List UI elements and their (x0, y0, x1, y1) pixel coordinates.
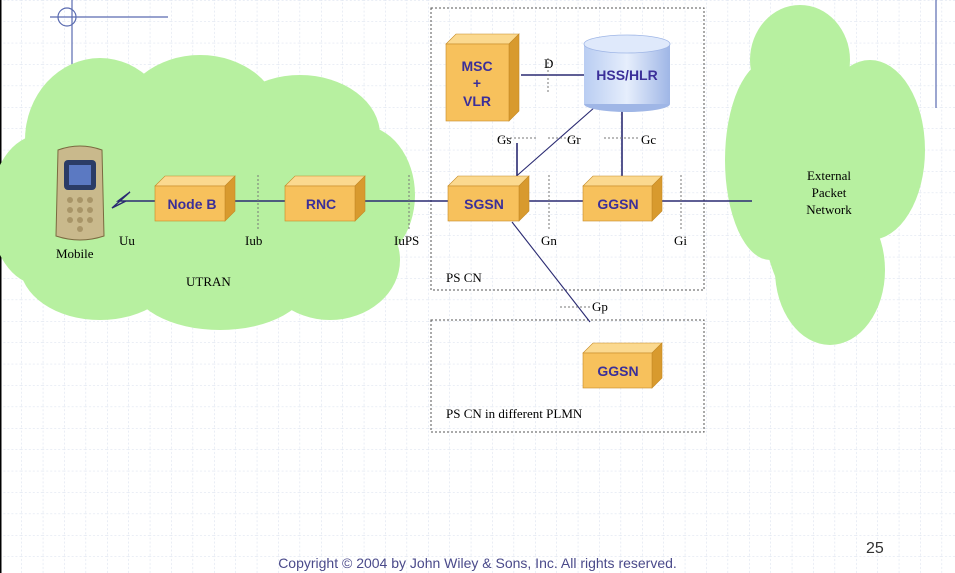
ps-cn-label: PS CN (446, 270, 482, 285)
iub-interface-label: Iub (245, 233, 262, 248)
node-b-label: Node B (168, 196, 217, 212)
mobile-phone-icon (55, 145, 105, 241)
external-label-line1: External (807, 168, 851, 183)
gn-interface-label: Gn (541, 233, 557, 248)
rnc-box[interactable]: RNC (284, 175, 366, 222)
gs-interface-label: Gs (497, 132, 511, 147)
ps-cn-other-plmn-boundary (430, 319, 705, 433)
ggsn-remote-box[interactable]: GGSN (582, 342, 663, 389)
hss-hlr-database[interactable]: HSS/HLR (583, 34, 671, 112)
msc-vlr-box[interactable]: MSC + VLR (445, 33, 520, 122)
ggsn-remote-label: GGSN (597, 363, 638, 379)
sgsn-label: SGSN (464, 196, 504, 212)
ps-cn-boundary (430, 7, 705, 291)
gc-interface-label: Gc (641, 132, 656, 147)
copyright-footer: Copyright © 2004 by John Wiley & Sons, I… (278, 555, 677, 571)
iups-interface-label: IuPS (394, 233, 419, 248)
gi-interface-label: Gi (674, 233, 687, 248)
gr-interface-label: Gr (567, 132, 581, 147)
uu-interface-label: Uu (119, 233, 135, 248)
d-interface-label: D (544, 56, 553, 71)
interface-ticks (257, 58, 682, 308)
page-number: 25 (866, 540, 884, 557)
vlr-label: VLR (463, 93, 491, 109)
utran-label: UTRAN (186, 274, 231, 289)
ggsn-label: GGSN (597, 196, 638, 212)
msc-label: MSC (461, 58, 492, 74)
mobile-label: Mobile (56, 246, 94, 261)
rnc-label: RNC (306, 196, 336, 212)
external-label-line3: Network (806, 202, 852, 217)
links (111, 74, 752, 323)
hss-label: HSS/HLR (596, 67, 657, 83)
external-label-line2: Packet (812, 185, 847, 200)
node-b-box[interactable]: Node B (154, 175, 236, 222)
gp-interface-label: Gp (592, 299, 608, 314)
ggsn-box[interactable]: GGSN (582, 175, 663, 222)
external-network-cloud (725, 5, 925, 345)
sgsn-box[interactable]: SGSN (447, 175, 530, 222)
msc-plus-label: + (473, 75, 481, 91)
ps-cn-other-label: PS CN in different PLMN (446, 406, 583, 421)
